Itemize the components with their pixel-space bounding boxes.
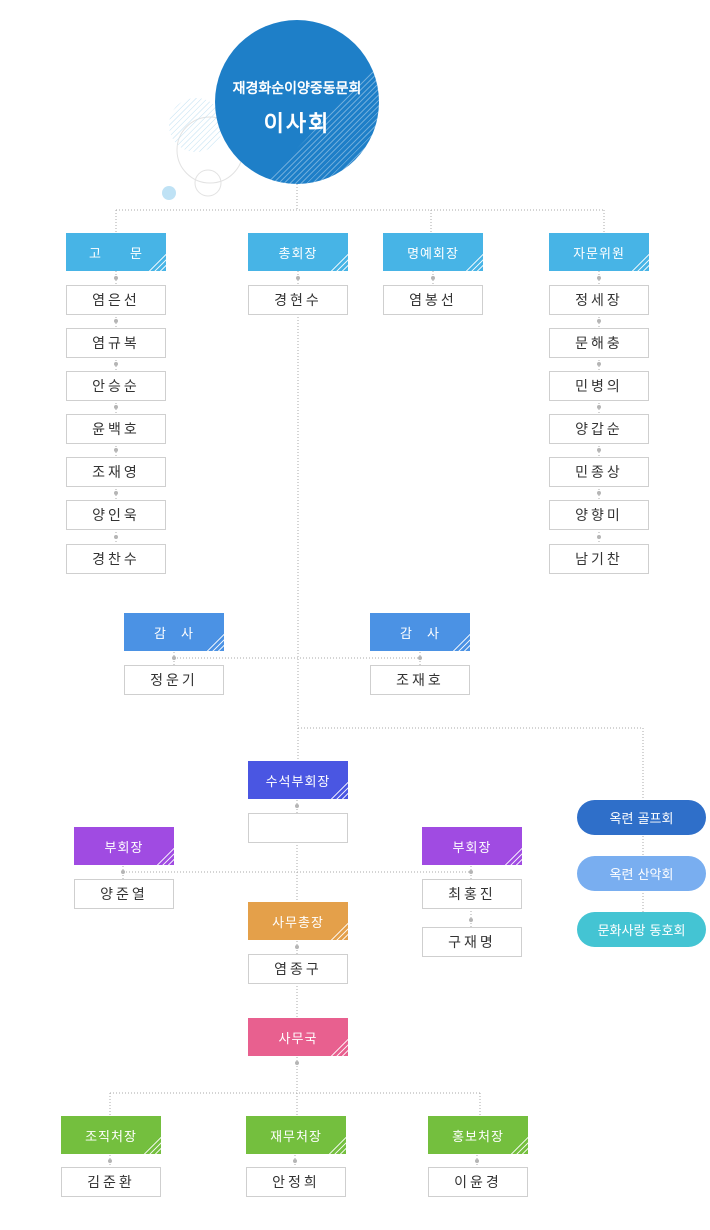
secretary-general-name: 염종구 [248, 954, 348, 984]
consultants-header: 자문위원 [549, 233, 649, 271]
advisor-name: 안승순 [66, 371, 166, 401]
dept-organization-name: 김준환 [61, 1167, 161, 1197]
auditor-header: 감 사 [370, 613, 470, 651]
org-name: 재경화순이양중동문회 [232, 81, 362, 97]
advisor-name: 염규복 [66, 328, 166, 358]
secretariat-header: 사무국 [248, 1018, 348, 1056]
vp-left-header: 부회장 [74, 827, 174, 865]
consultant-name: 민병의 [549, 371, 649, 401]
advisor-name: 윤백호 [66, 414, 166, 444]
consultant-name: 양향미 [549, 500, 649, 530]
dept-finance-header: 재무처장 [246, 1116, 346, 1154]
honorary-president-name: 염봉선 [383, 285, 483, 315]
vp-right-header: 부회장 [422, 827, 522, 865]
dept-pr-name: 이윤경 [428, 1167, 528, 1197]
advisor-name: 양인욱 [66, 500, 166, 530]
president-name: 경현수 [248, 285, 348, 315]
auditor-name: 정운기 [124, 665, 224, 695]
consultant-name: 남기찬 [549, 544, 649, 574]
honorary-president-header: 명예회장 [383, 233, 483, 271]
advisors-header: 고 문 [66, 233, 166, 271]
president-header: 총회장 [248, 233, 348, 271]
dept-organization-header: 조직처장 [61, 1116, 161, 1154]
advisor-name: 경찬수 [66, 544, 166, 574]
dept-finance-name: 안정희 [246, 1167, 346, 1197]
consultant-name: 양갑순 [549, 414, 649, 444]
vp-name: 구재명 [422, 927, 522, 957]
auditor-name: 조재호 [370, 665, 470, 695]
consultant-name: 정세장 [549, 285, 649, 315]
consultant-name: 민종상 [549, 457, 649, 487]
club-golf[interactable]: 옥련 골프회 [577, 800, 706, 835]
org-circle: 재경화순이양중동문회 이사회 [215, 20, 379, 184]
senior-vp-header: 수석부회장 [248, 761, 348, 799]
senior-vp-name [248, 813, 348, 843]
secretary-general-header: 사무총장 [248, 902, 348, 940]
consultant-name: 문해충 [549, 328, 649, 358]
club-hiking[interactable]: 옥련 산악회 [577, 856, 706, 891]
advisor-name: 염은선 [66, 285, 166, 315]
advisor-name: 조재영 [66, 457, 166, 487]
dept-pr-header: 홍보처장 [428, 1116, 528, 1154]
auditor-header: 감 사 [124, 613, 224, 651]
board-title: 이사회 [263, 112, 331, 137]
club-culture[interactable]: 문화사랑 동호회 [577, 912, 706, 947]
vp-name: 양준열 [74, 879, 174, 909]
vp-name: 최홍진 [422, 879, 522, 909]
